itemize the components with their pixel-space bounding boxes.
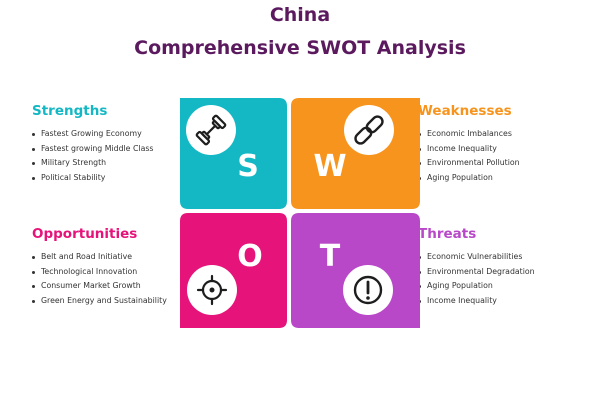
opportunities-heading: Opportunities (32, 226, 138, 242)
quadrant-o (180, 213, 287, 328)
list-item: Fastest growing Middle Class (32, 142, 153, 157)
threats-heading: Threats (418, 226, 477, 242)
dumbbell-icon (195, 114, 227, 146)
list-item: Fastest Growing Economy (32, 127, 153, 142)
list-item: Economic Vulnerabilities (418, 250, 535, 265)
strengths-list: Fastest Growing Economy Fastest growing … (32, 127, 153, 185)
weaknesses-section: Weaknesses Economic Imbalances Income In… (418, 103, 520, 185)
exclamation-icon (353, 275, 383, 305)
list-item: Technological Innovation (32, 265, 167, 280)
threats-list: Economic Vulnerabilities Environmental D… (418, 250, 535, 308)
letter-s: S (237, 149, 259, 184)
threats-section: Threats Economic Vulnerabilities Environ… (418, 226, 535, 308)
opportunities-list: Belt and Road Initiative Technological I… (32, 250, 167, 308)
list-item: Belt and Road Initiative (32, 250, 167, 265)
list-item: Aging Population (418, 279, 535, 294)
opportunities-section: Opportunities Belt and Road Initiative T… (32, 226, 167, 308)
title-country: China (269, 4, 331, 26)
target-crosshair-icon (196, 274, 228, 306)
list-item: Income Inequality (418, 294, 535, 309)
list-item: Economic Imbalances (418, 127, 520, 142)
letter-t: T (320, 239, 341, 274)
letter-w: W (313, 149, 346, 184)
link-chain-icon (354, 115, 384, 145)
list-item: Consumer Market Growth (32, 279, 167, 294)
list-item: Income Inequality (418, 142, 520, 157)
list-item: Environmental Pollution (418, 156, 520, 171)
strengths-section: Strengths Fastest Growing Economy Fastes… (32, 103, 153, 185)
weaknesses-list: Economic Imbalances Income Inequality En… (418, 127, 520, 185)
title-analysis: Comprehensive SWOT Analysis (134, 37, 466, 59)
list-item: Military Strength (32, 156, 153, 171)
list-item: Green Energy and Sustainability (32, 294, 167, 309)
list-item: Aging Population (418, 171, 520, 186)
list-item: Environmental Degradation (418, 265, 535, 280)
list-item: Political Stability (32, 171, 153, 186)
strengths-heading: Strengths (32, 103, 108, 119)
weaknesses-heading: Weaknesses (418, 103, 512, 119)
swot-graphic: S W O T (180, 98, 420, 328)
letter-o: O (237, 239, 263, 274)
